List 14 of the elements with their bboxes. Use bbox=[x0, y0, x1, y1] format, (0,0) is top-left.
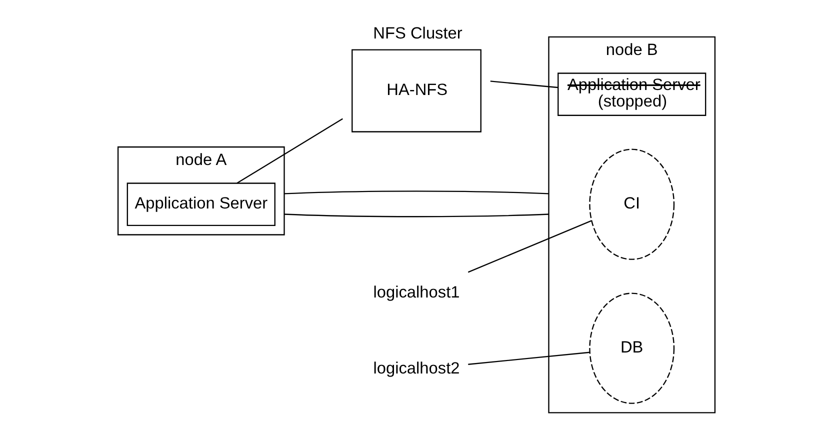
node-ellipse: CI bbox=[589, 148, 675, 260]
connector bbox=[284, 190, 549, 194]
connector bbox=[284, 214, 549, 218]
node-text: logicalhost2 bbox=[373, 360, 460, 378]
node-box: HA-NFS bbox=[352, 49, 482, 132]
connector bbox=[468, 220, 592, 273]
node-box: Application Server (stopped) bbox=[558, 72, 706, 116]
connector bbox=[236, 118, 343, 184]
node-box: Application Server bbox=[126, 182, 276, 226]
node-label: NFS Cluster bbox=[373, 24, 462, 42]
connector bbox=[490, 80, 558, 88]
connector bbox=[468, 352, 590, 365]
node-text: logicalhost1 bbox=[373, 284, 460, 302]
node-ellipse: DB bbox=[589, 292, 675, 404]
